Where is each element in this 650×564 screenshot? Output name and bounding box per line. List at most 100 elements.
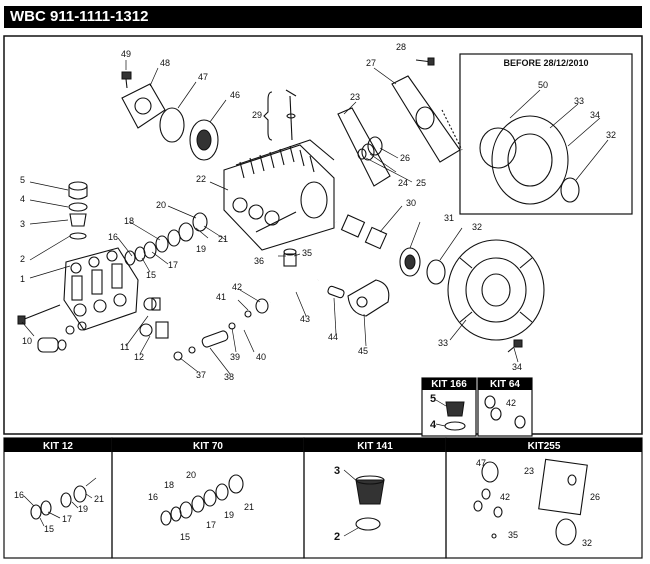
kit-255-callout-42: 42 [500,492,510,502]
dipstick-29 [263,89,297,141]
kit-70-callout-21: 21 [244,502,254,512]
kit-255-callout-26: 26 [590,492,600,502]
callout-36: 36 [254,256,264,266]
before-callout-50: 50 [538,80,548,90]
callout-29: 29 [252,110,262,120]
callout-48: 48 [160,58,170,68]
screw-28 [415,57,435,66]
callout-12: 12 [134,352,144,362]
callout-23: 23 [350,92,360,102]
before-box-callouts: 50 33 34 32 [538,80,616,140]
callout-2: 2 [20,254,25,264]
kit-255-panel: KIT255 47 23 26 42 35 32 [445,437,643,559]
kit-70-callout-16: 16 [148,492,158,502]
callout-26: 26 [400,153,410,163]
seal-set-main [124,212,208,266]
kit-70-callout-17: 17 [206,520,216,530]
callout-32: 32 [472,222,482,232]
kit-255-callout-47: 47 [476,458,486,468]
before-box [459,53,633,215]
callout-44: 44 [328,332,338,342]
valve-stack [68,181,88,240]
gasket-23 [337,107,391,187]
callout-3: 3 [20,219,25,229]
callout-47: 47 [198,72,208,82]
before-box-title: BEFORE 28/12/2010 [503,58,588,68]
kit-12-callout-16: 16 [14,490,24,500]
kit-12-panel: KIT 12 16 17 15 19 21 [3,437,113,559]
callout-20: 20 [156,200,166,210]
kit-255-callout-32: 32 [582,538,592,548]
plug-nuts [37,321,87,353]
callout-5: 5 [20,175,25,185]
callout-40: 40 [256,352,266,362]
seal-26 [367,136,383,156]
callout-25: 25 [416,178,426,188]
callout-18: 18 [124,216,134,226]
kit-64-callout-42: 42 [506,398,516,408]
callout-1: 1 [20,274,25,284]
callout-49: 49 [121,49,131,59]
plug-12 [139,321,169,339]
callout-38: 38 [224,372,234,382]
kit-166-box: KIT 166 5 4 [421,377,477,437]
kit-12-callout-15: 15 [44,524,54,534]
callout-28: 28 [396,42,406,52]
before-callout-34: 34 [590,110,600,120]
kit-255-title: KIT255 [528,441,561,452]
kit-141-title: KIT 141 [357,441,393,452]
callout-30: 30 [406,198,416,208]
kit-141-panel: KIT 141 3 2 [303,437,447,559]
kit-64-box: KIT 64 42 [477,377,533,437]
callout-27: 27 [366,58,376,68]
cover-plate-48 [121,83,166,129]
ring-47 [159,107,185,143]
kit-70-callout-20: 20 [186,470,196,480]
callout-39: 39 [230,352,240,362]
callout-19: 19 [196,244,206,254]
main-frame [3,35,643,435]
kit-12-callout-21: 21 [94,494,104,504]
rear-cover-27 [391,75,463,163]
callout-37: 37 [196,370,206,380]
callout-46: 46 [230,90,240,100]
plunger-parts-37-40 [173,322,236,361]
callout-21: 21 [218,234,228,244]
con-rod-45 [347,279,390,317]
kit-141-callout-3: 3 [334,465,340,477]
kit-70-callout-19: 19 [224,510,234,520]
kit-12-title: KIT 12 [43,441,73,452]
seal-25 [357,148,367,160]
kit-70-callout-15: 15 [180,532,190,542]
seal-42 [255,298,269,314]
callout-11: 11 [120,342,129,352]
kit-255-callout-23: 23 [524,466,534,476]
callout-41: 41 [216,292,226,302]
kit-166-callout-5: 5 [430,393,436,405]
drain-plug-35-36 [283,248,297,267]
kit-70-panel: KIT 70 20 18 16 21 19 17 15 [111,437,305,559]
plug-11 [143,297,161,311]
bolt-10 [17,304,61,325]
kit-12-callout-19: 19 [78,504,88,514]
crankcase-22 [223,139,335,251]
kit-166-title: KIT 166 [431,379,467,390]
callout-16: 16 [108,232,118,242]
bolt-34 [507,339,523,353]
plunger-43 [269,278,319,304]
kit-166-callout-4: 4 [430,419,437,431]
callout-17: 17 [168,260,178,270]
kit-64-title: KIT 64 [490,379,520,390]
before-box-drawing [479,115,580,205]
bearing-31 [399,247,421,277]
bearing-cover-33 [447,239,545,341]
manifold-head-1 [63,247,139,331]
kit-70-title: KIT 70 [193,441,223,452]
callout-24: 24 [398,178,408,188]
before-callout-32: 32 [606,130,616,140]
callout-31: 31 [444,213,454,223]
callout-4: 4 [20,194,25,204]
callout-15: 15 [146,270,156,280]
before-callout-33: 33 [574,96,584,106]
